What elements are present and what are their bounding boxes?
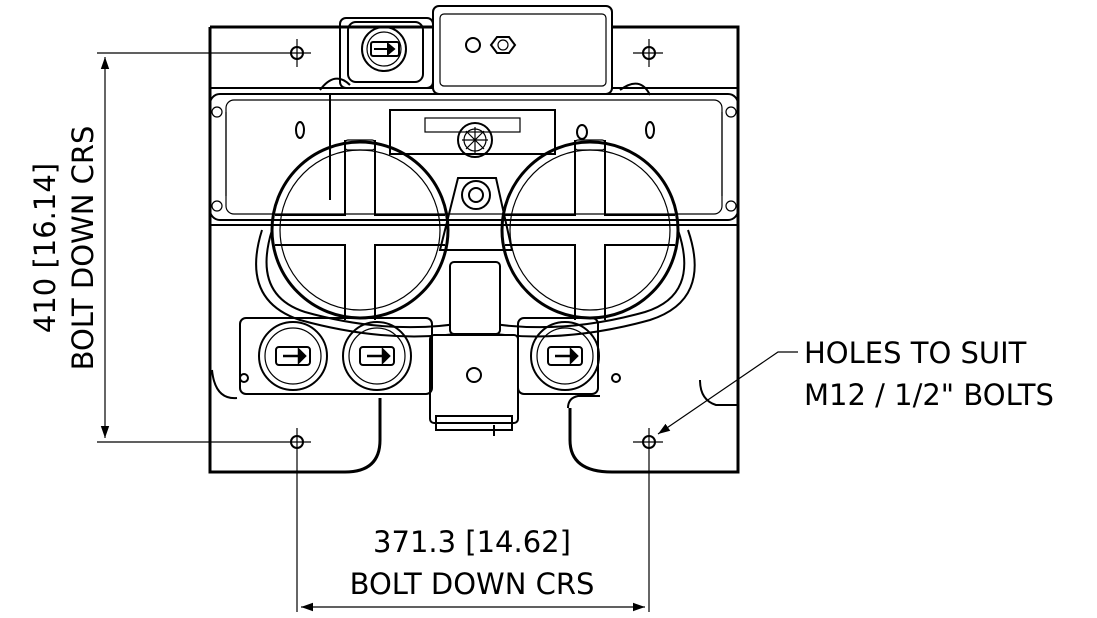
bolt-hole-top-right: [633, 39, 663, 67]
top-flow-cup: [339, 17, 434, 89]
horizontal-dimension-value: 371.3 [14.62]: [373, 525, 571, 559]
hole-callout: HOLES TO SUIT M12 / 1/2" BOLTS: [657, 336, 1054, 435]
vertical-dimension: 410 [16.14] BOLT DOWN CRS: [28, 52, 283, 443]
center-block: [429, 261, 519, 436]
vertical-dimension-value: 410 [16.14]: [28, 163, 62, 333]
right-diaphragm: [500, 139, 680, 320]
bolt-holes: [283, 39, 663, 456]
callout-line-1: HOLES TO SUIT: [804, 336, 1027, 370]
callout-line-2: M12 / 1/2" BOLTS: [804, 378, 1054, 412]
horizontal-dimension: 371.3 [14.62] BOLT DOWN CRS: [296, 456, 650, 612]
bottom-manifold: [239, 317, 621, 395]
control-box: [432, 5, 613, 95]
vertical-dimension-note: BOLT DOWN CRS: [66, 126, 100, 371]
bolt-hole-bottom-left: [283, 428, 311, 456]
horizontal-dimension-note: BOLT DOWN CRS: [350, 567, 595, 601]
hose-lines: [255, 77, 696, 338]
base-plate: [208, 25, 740, 474]
left-diaphragm: [270, 139, 450, 320]
bolt-hole-bottom-right: [633, 428, 663, 456]
center-drive: [389, 109, 556, 251]
bolt-hole-top-left: [283, 39, 311, 67]
